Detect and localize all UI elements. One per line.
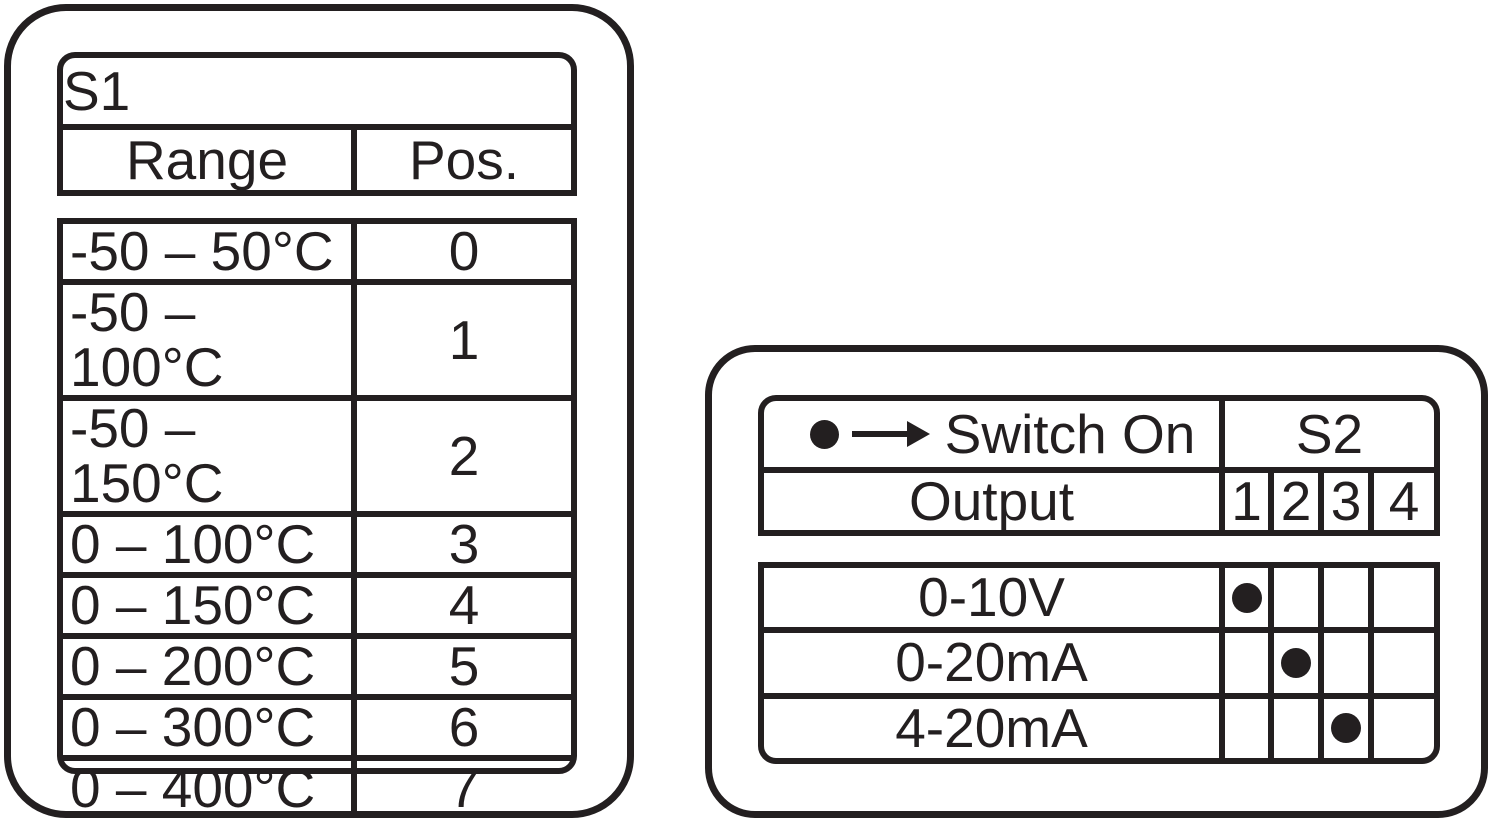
range-value: 0 – 200°C	[63, 639, 357, 694]
table-row: 0 – 300°C 6	[63, 694, 571, 755]
switch-cell	[1274, 568, 1324, 628]
indicator-dot-icon	[1231, 582, 1262, 613]
range-value: -50 – 50°C	[63, 224, 357, 279]
range-value: 0 – 400°C	[63, 761, 357, 816]
s2-output-header-row: Output 1 2 3 4	[764, 467, 1434, 530]
switch-number: 4	[1388, 470, 1420, 532]
pos-value: 2	[448, 424, 480, 487]
indicator-dot-icon	[1331, 713, 1361, 744]
table-row: -50 – 100°C 1	[63, 279, 571, 395]
s1-column-header-row: Range Pos.	[63, 124, 571, 190]
table-row: 0 – 400°C 7	[63, 755, 571, 816]
switch-cell	[1225, 698, 1274, 758]
switch-cell	[1225, 568, 1274, 628]
s1-header-table: S1 Range Pos.	[57, 52, 577, 196]
indicator-dot-icon	[1281, 647, 1311, 678]
pos-value: 5	[448, 635, 480, 697]
switch-number: 2	[1274, 473, 1324, 530]
pos-value: 3	[448, 513, 480, 575]
pos-value: 7	[448, 757, 480, 819]
pos-column-header: Pos.	[408, 128, 520, 191]
pos-value: 6	[448, 696, 480, 758]
switch-cell	[1324, 568, 1374, 628]
s1-title: S1	[63, 59, 131, 122]
s1-title-row: S1	[63, 58, 571, 124]
legend-dot-icon	[809, 419, 839, 449]
switch-cell	[1374, 568, 1434, 627]
table-row: 0-10V	[764, 568, 1434, 628]
s1-data-table: -50 – 50°C 0 -50 – 100°C 1 -50 – 150°C 2…	[57, 218, 577, 816]
table-row: 4-20mA	[764, 692, 1434, 758]
pos-value: 1	[448, 308, 480, 371]
range-value: 0 – 100°C	[63, 517, 357, 572]
output-value: 4-20mA	[764, 698, 1225, 758]
switch-cell	[1374, 699, 1434, 758]
range-value: 0 – 300°C	[63, 700, 357, 755]
output-value: 0-10V	[764, 568, 1225, 628]
s1-panel: S1 Range Pos. -50 – 50°C 0 -50 – 100°C 1…	[4, 4, 634, 818]
s2-data-table: 0-10V 0-20mA 4-20mA	[758, 562, 1440, 764]
table-row: -50 – 50°C 0	[63, 224, 571, 279]
output-value: 0-20mA	[764, 633, 1225, 693]
output-column-header: Output	[764, 473, 1225, 530]
switch-cell	[1324, 698, 1374, 758]
table-row: 0 – 100°C 3	[63, 511, 571, 572]
switch-number: 3	[1324, 473, 1374, 530]
range-value: -50 – 100°C	[63, 285, 357, 395]
s2-panel: Switch On S2 Output 1 2 3 4 0-10V 0-20	[705, 345, 1488, 818]
switch-cell	[1324, 633, 1374, 693]
range-value: 0 – 150°C	[63, 578, 357, 633]
switch-cell	[1225, 633, 1274, 693]
switch-on-legend: Switch On	[764, 401, 1225, 467]
range-value: -50 – 150°C	[63, 401, 357, 511]
switch-cell	[1274, 633, 1324, 693]
table-row: 0-20mA	[764, 627, 1434, 693]
s2-legend-row: Switch On S2	[764, 401, 1434, 467]
pos-value: 4	[448, 574, 480, 636]
table-row: -50 – 150°C 2	[63, 395, 571, 511]
switch-cell	[1374, 633, 1434, 692]
switch-on-label: Switch On	[944, 402, 1196, 465]
switch-number: 1	[1225, 473, 1274, 530]
switch-cell	[1274, 698, 1324, 758]
s2-header-table: Switch On S2 Output 1 2 3 4	[758, 395, 1440, 536]
table-row: 0 – 200°C 5	[63, 633, 571, 694]
arrow-right-icon	[851, 421, 930, 447]
pos-value: 0	[448, 220, 480, 282]
table-row: 0 – 150°C 4	[63, 572, 571, 633]
range-column-header: Range	[63, 130, 357, 190]
s2-title: S2	[1295, 402, 1364, 465]
